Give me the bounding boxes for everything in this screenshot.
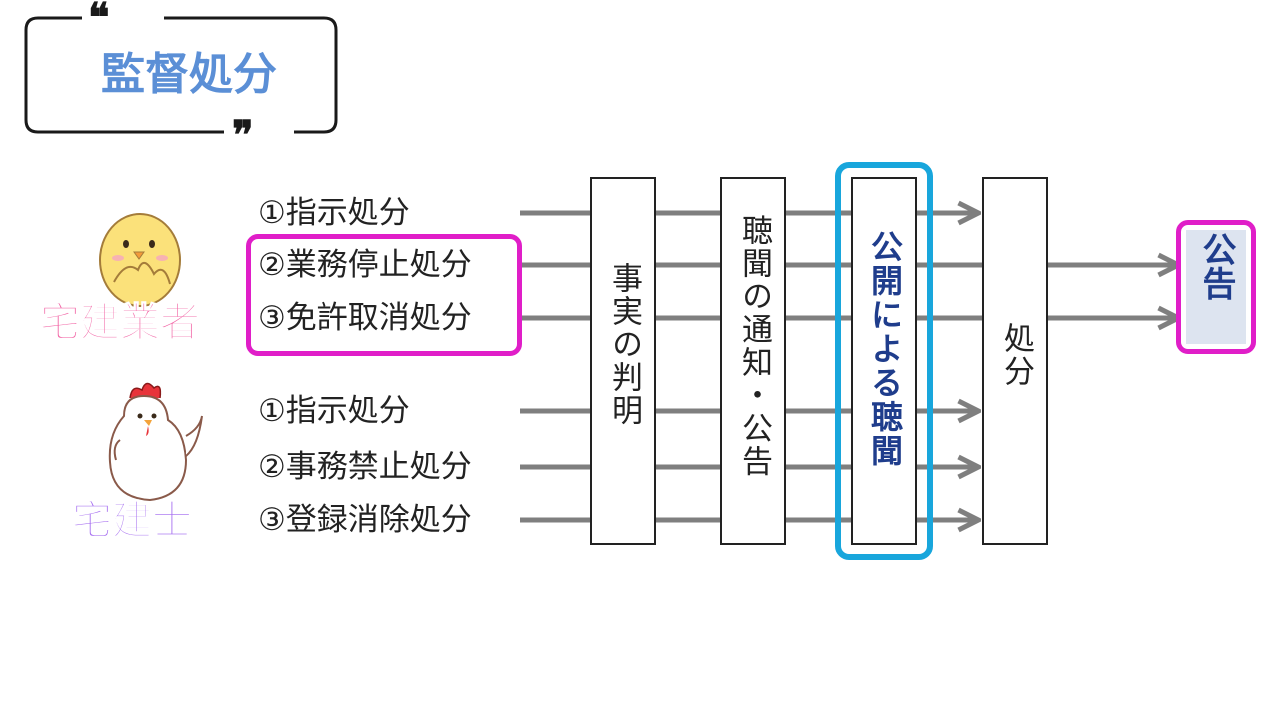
close-quote-icon: ❞ — [226, 116, 260, 156]
step-fact-finding-label: 事実の判明 — [606, 262, 642, 427]
dealer-row-instruction: ①指示処分 — [258, 195, 410, 231]
step-fact-finding-box — [590, 177, 656, 545]
open-quote-icon: ❝ — [82, 0, 116, 38]
step-hearing-box — [851, 177, 917, 545]
step-notice-box — [720, 177, 786, 545]
highlight-dealer-rows — [246, 234, 522, 356]
dealer-row-revocation: ③免許取消処分 — [258, 300, 472, 336]
page-title: 監督処分 — [101, 49, 277, 100]
role-label-licensee: 宅建士 — [72, 498, 193, 545]
step-notice-label: 聴聞の通知・公告 — [736, 214, 772, 478]
licensee-row-deregistration: ③登録消除処分 — [258, 502, 472, 538]
announcement-label: 公告 — [1196, 232, 1236, 300]
highlight-announcement — [1176, 220, 1256, 354]
chicken-illustration — [108, 382, 203, 502]
licensee-row-work-ban: ②事務禁止処分 — [258, 449, 472, 485]
licensee-row-instruction: ①指示処分 — [258, 393, 410, 429]
title-frame — [24, 16, 338, 134]
step-disposition-box — [982, 177, 1048, 545]
step-hearing-label: 公開による聴聞 — [866, 230, 904, 468]
chick-illustration — [99, 213, 181, 307]
step-disposition-label: 処分 — [998, 322, 1034, 388]
announcement-box — [1186, 230, 1246, 344]
dealer-row-suspension: ②業務停止処分 — [258, 247, 472, 283]
highlight-hearing — [835, 162, 933, 560]
role-label-dealer: 宅建業者 — [40, 300, 201, 347]
